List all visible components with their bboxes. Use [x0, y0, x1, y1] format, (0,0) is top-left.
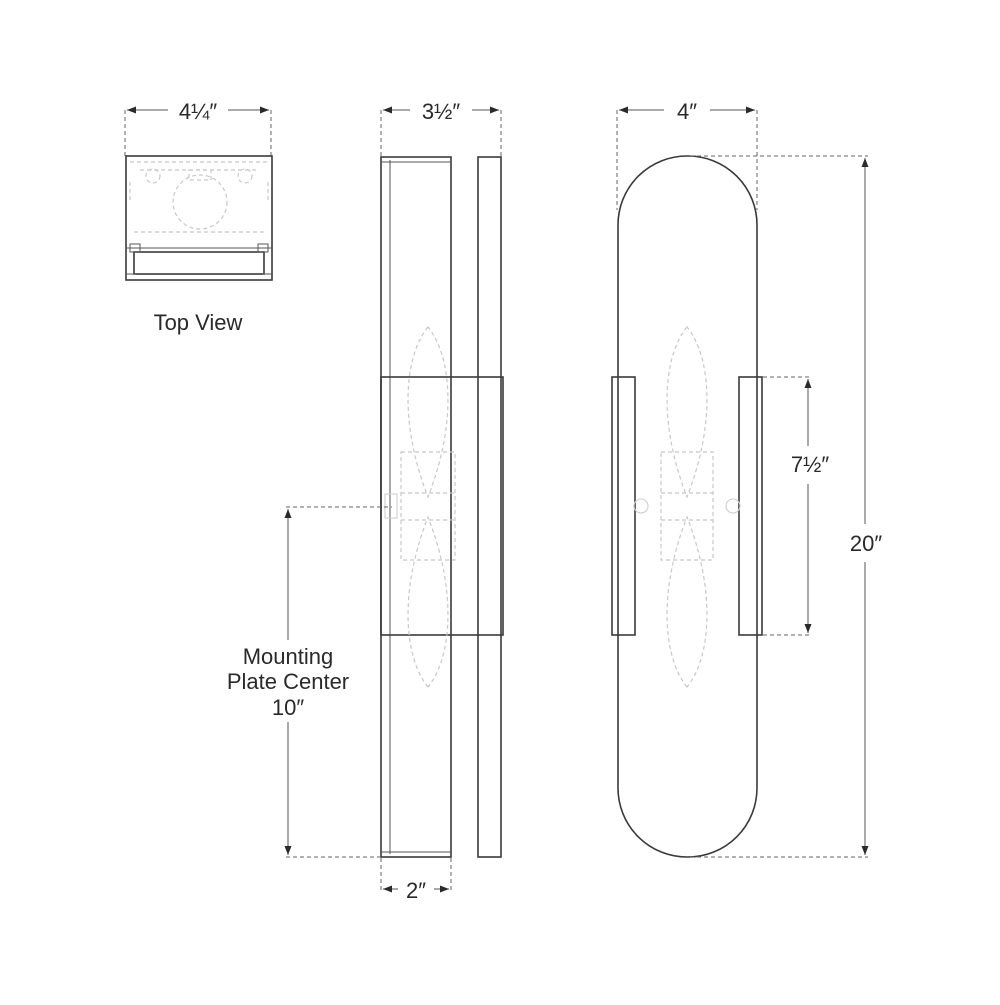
side-base-dimension: 2″ [380, 858, 452, 903]
clamp-height-dimension: 7½″ [763, 376, 830, 636]
side-view: 3½″ 2″ Mounting [227, 99, 504, 903]
front-socket-hidden [660, 451, 714, 561]
mounting-label-line3: 10″ [272, 695, 304, 720]
top-view-socket-hidden [172, 174, 228, 230]
front-clamp-left [611, 376, 636, 636]
front-height-label: 20″ [850, 531, 882, 556]
front-screw-left [633, 498, 649, 514]
top-view-title: Top View [154, 310, 243, 335]
front-screw-right [725, 498, 741, 514]
mounting-label-line2: Plate Center [227, 669, 349, 694]
top-view: 4¼″ Top View [124, 99, 273, 335]
side-depth-dimension: 3½″ [380, 99, 502, 157]
clamp-height-label: 7½″ [791, 452, 830, 477]
front-backplate [617, 155, 758, 858]
front-bulb-bottom [666, 515, 708, 688]
side-shade-bar [477, 156, 502, 858]
side-bulb-bottom [407, 515, 449, 688]
top-width-label: 4¼″ [179, 99, 218, 124]
mounting-center-dimension: Mounting Plate Center 10″ [227, 506, 392, 858]
side-depth-label: 3½″ [422, 99, 461, 124]
top-view-outline [125, 155, 273, 281]
mounting-label-line1: Mounting [243, 644, 334, 669]
side-bulb-top [407, 326, 449, 499]
front-clamp-right [738, 376, 763, 636]
front-view: 4″ 7½″ 20″ [611, 99, 882, 858]
side-clamp-band [380, 376, 504, 636]
front-height-dimension: 20″ [690, 155, 882, 858]
front-width-dimension: 4″ [616, 99, 758, 210]
top-width-dimension: 4¼″ [124, 99, 272, 158]
front-bulb-top [666, 326, 708, 499]
side-socket-hidden [400, 451, 456, 561]
side-base-label: 2″ [406, 878, 426, 903]
top-view-base-plate [133, 251, 265, 275]
front-width-label: 4″ [677, 99, 697, 124]
